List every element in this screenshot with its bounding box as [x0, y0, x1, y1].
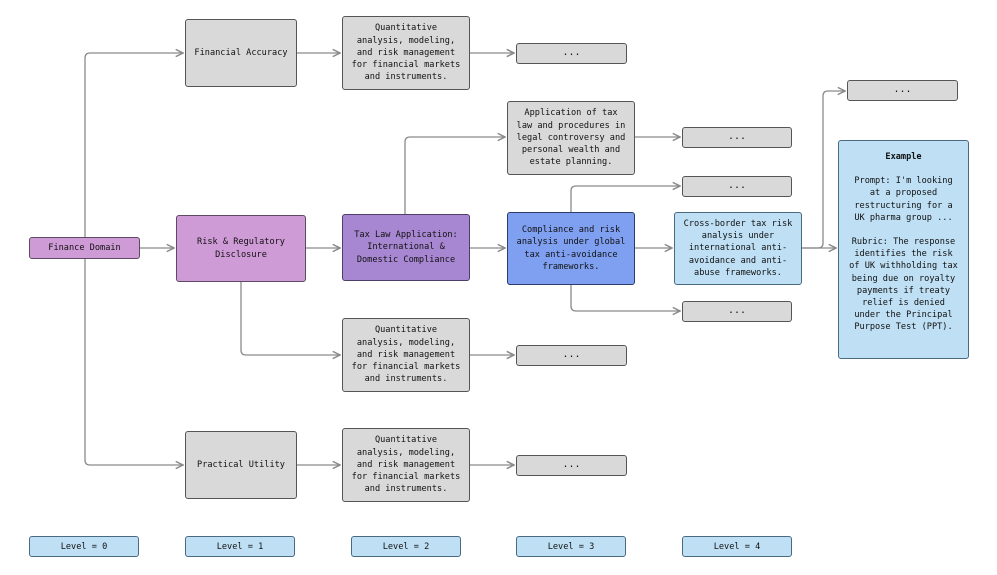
- example-rubric: Rubric: The response identifies the risk…: [849, 237, 958, 333]
- level-label-3: Level = 3: [516, 536, 626, 557]
- node-ellipsis-l4-3: ...: [682, 301, 792, 322]
- node-cross-border-tax-risk: Cross-border tax risk analysis under int…: [674, 212, 802, 285]
- node-ellipsis-l4-2: ...: [682, 176, 792, 197]
- node-practical-utility: Practical Utility: [185, 431, 297, 499]
- node-financial-accuracy: Financial Accuracy: [185, 19, 297, 87]
- node-ellipsis-l4-1: ...: [682, 127, 792, 148]
- level-label-2: Level = 2: [351, 536, 461, 557]
- example-title: Example: [885, 152, 922, 162]
- edge-finance-to-practical: [84, 259, 183, 465]
- node-ellipsis-l3-bottom: ...: [516, 455, 627, 476]
- node-quantitative-analysis-top: Quantitative analysis, modeling, and ris…: [342, 16, 470, 90]
- level-label-0: Level = 0: [29, 536, 139, 557]
- example-card: Example Prompt: I'm looking at a propose…: [838, 140, 969, 359]
- example-prompt: Prompt: I'm looking at a proposed restru…: [854, 176, 953, 223]
- node-risk-regulatory-disclosure: Risk & Regulatory Disclosure: [176, 215, 306, 282]
- edge-compliance-to-top-ellipsis: [570, 186, 680, 212]
- node-ellipsis-l3-top: ...: [516, 43, 627, 64]
- level-label-1: Level = 1: [185, 536, 295, 557]
- node-quantitative-analysis-bottom: Quantitative analysis, modeling, and ris…: [342, 428, 470, 502]
- edge-tax-law-to-app-tax: [404, 137, 505, 214]
- edge-finance-to-financial-accuracy: [84, 53, 183, 237]
- node-finance-domain: Finance Domain: [29, 237, 140, 259]
- node-quantitative-analysis-mid: Quantitative analysis, modeling, and ris…: [342, 318, 470, 392]
- edge-compliance-to-bottom-ellipsis: [570, 285, 680, 311]
- level-label-4: Level = 4: [682, 536, 792, 557]
- edge-risk-to-quant-mid: [240, 282, 340, 355]
- node-compliance-risk-analysis: Compliance and risk analysis under globa…: [507, 212, 635, 285]
- node-ellipsis-l5: ...: [847, 80, 958, 101]
- node-ellipsis-l3-mid: ...: [516, 345, 627, 366]
- node-application-of-tax-law: Application of tax law and procedures in…: [507, 101, 635, 175]
- node-tax-law-application: Tax Law Application: International & Dom…: [342, 214, 470, 281]
